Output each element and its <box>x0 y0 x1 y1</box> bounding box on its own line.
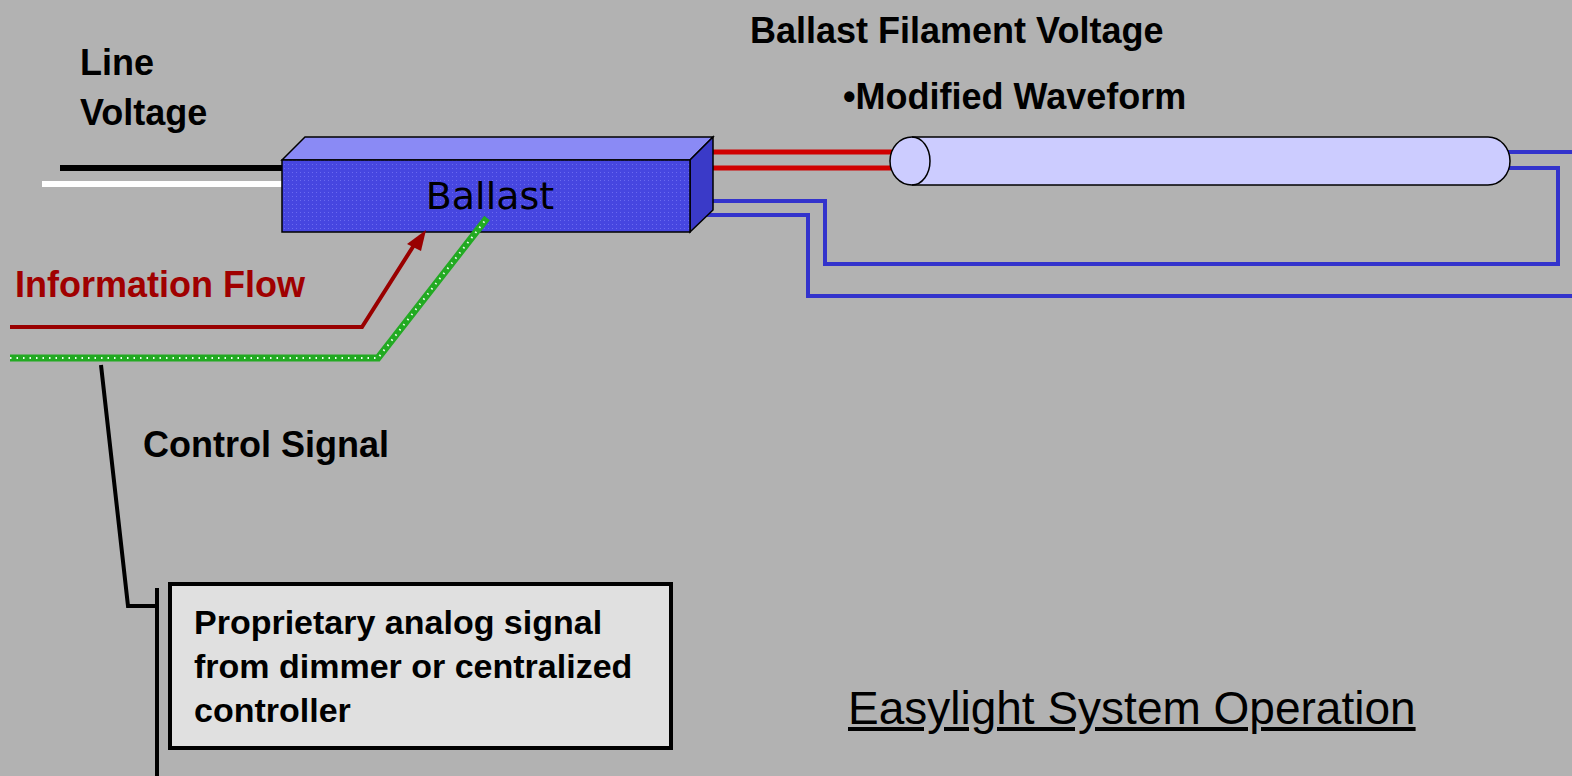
arrowhead <box>407 230 426 251</box>
line-wire <box>60 165 284 171</box>
note-box: Proprietary analog signal from dimmer or… <box>168 582 673 750</box>
filament-wire <box>696 166 905 171</box>
lamp-wire <box>1505 150 1572 154</box>
label: Ballast Filament Voltage <box>750 6 1163 56</box>
tube-end <box>912 137 930 185</box>
node-text: Ballast <box>426 174 554 218</box>
control-signal-line <box>10 218 487 358</box>
ballast-top <box>282 137 713 160</box>
fluorescent-tube <box>890 137 1510 185</box>
title: Easylight System Operation <box>848 680 1416 736</box>
leader-line <box>101 365 155 606</box>
label: •Modified Waveform <box>843 72 1186 122</box>
label: Line Voltage <box>80 38 250 138</box>
node-text: Proprietary analog signal from dimmer or… <box>194 600 647 732</box>
ballast-side <box>690 137 713 232</box>
bracket <box>155 588 159 776</box>
ballast-box: Ballast <box>282 160 690 232</box>
information-flow-arrow <box>10 242 416 327</box>
lamp-wire <box>700 215 1572 296</box>
control-signal-dots <box>10 218 487 358</box>
neutral-wire <box>42 181 284 187</box>
filament-wire <box>696 150 905 155</box>
label: Information Flow <box>15 260 305 310</box>
label: Control Signal <box>143 420 389 470</box>
